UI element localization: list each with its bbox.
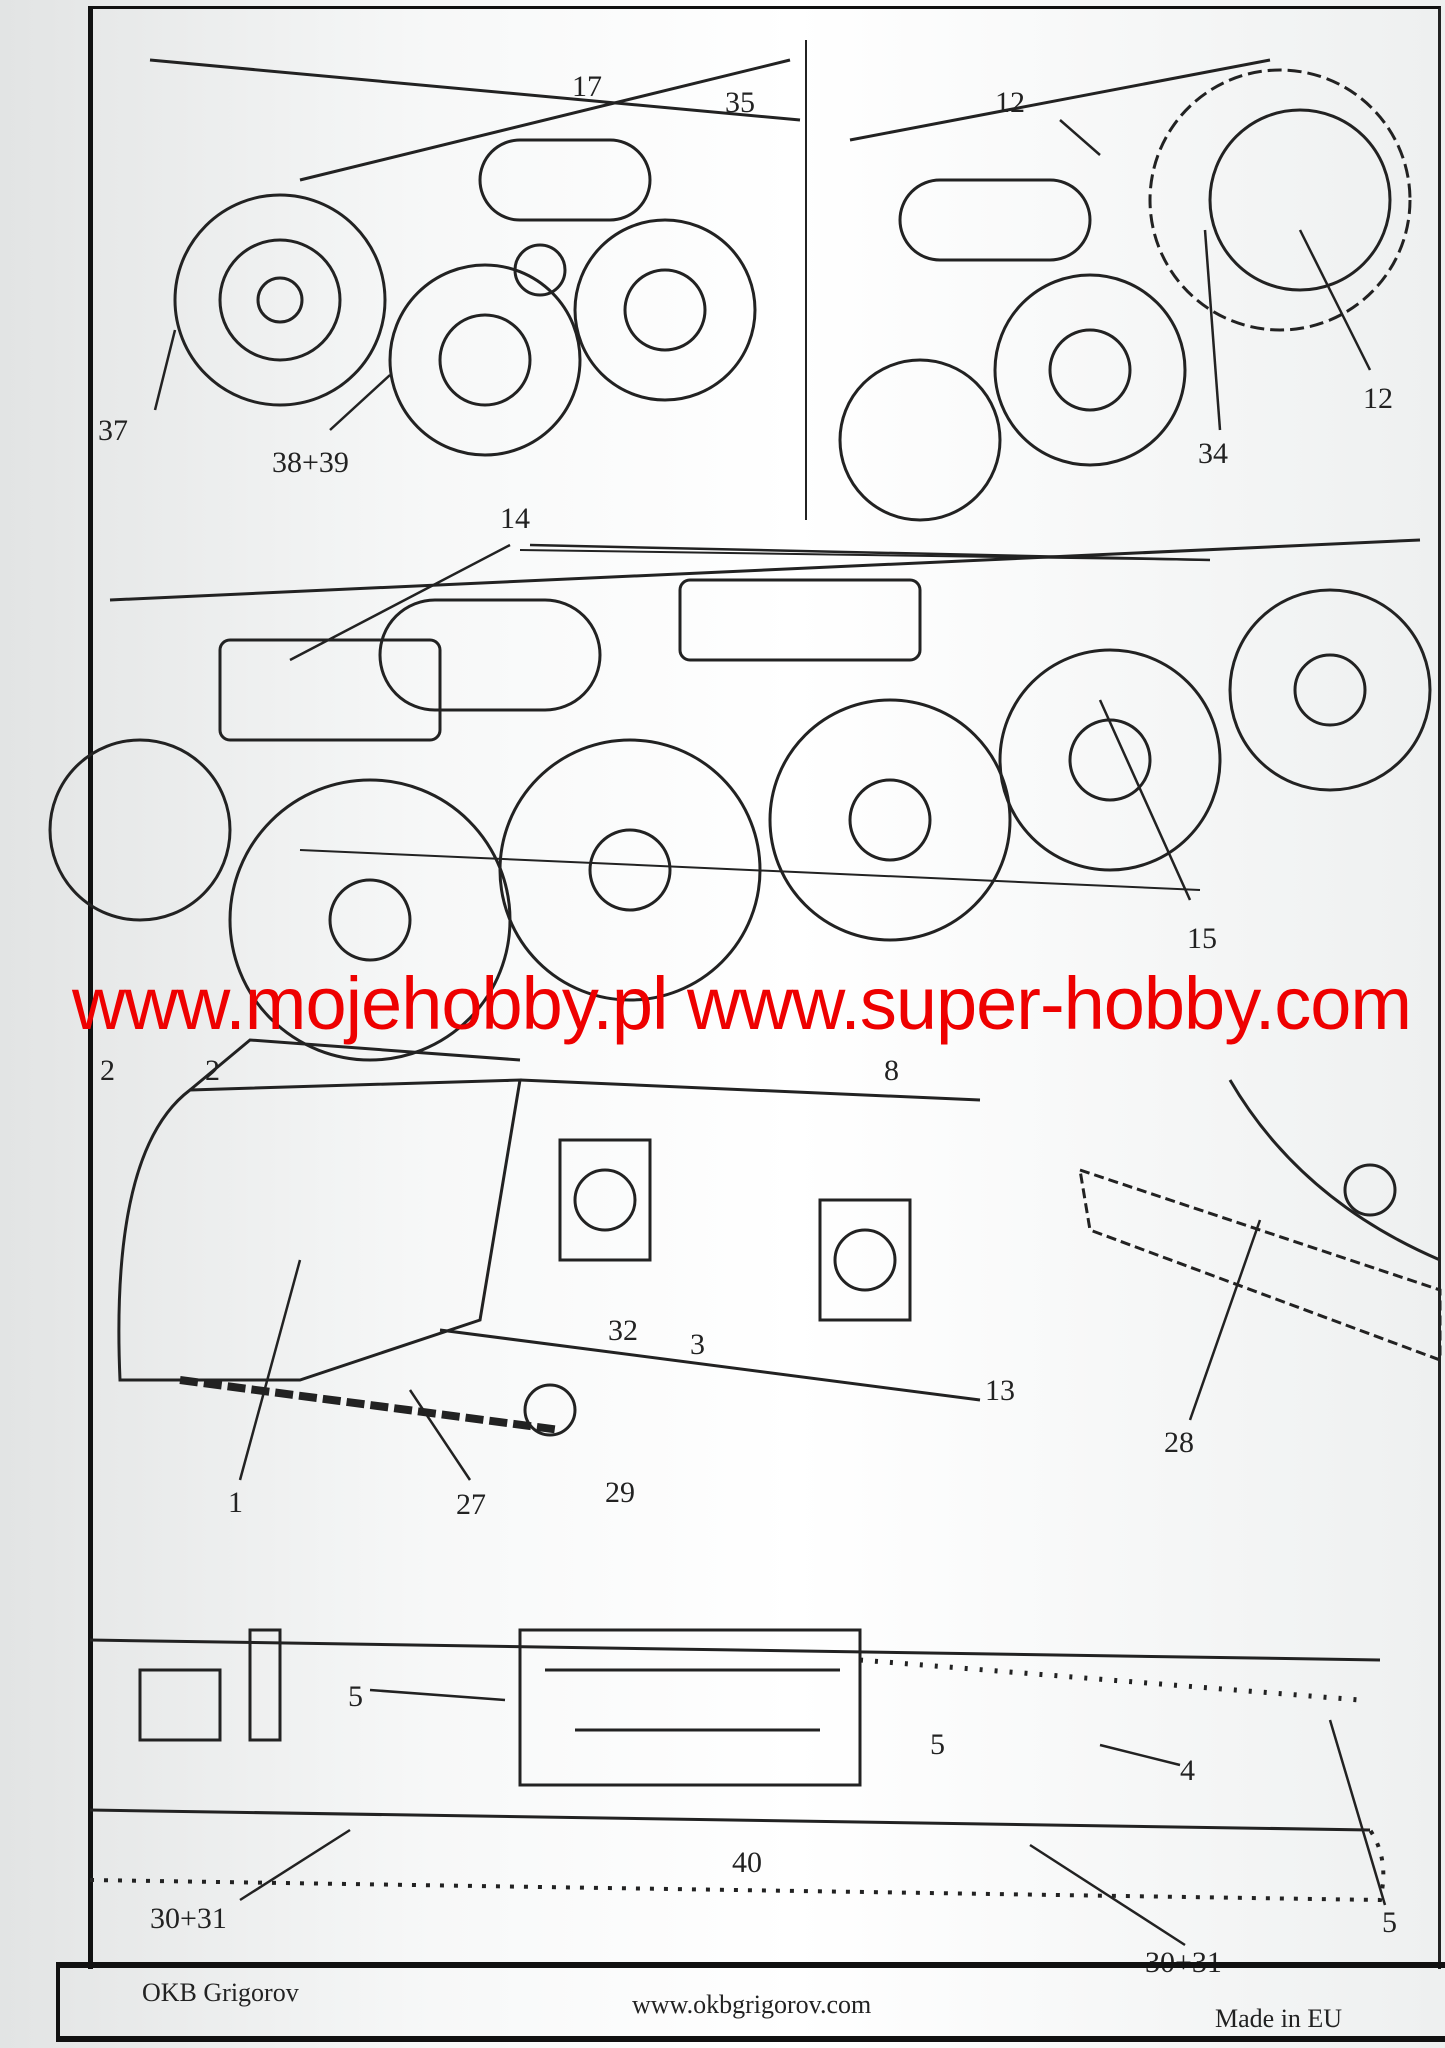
drawing-side-hull <box>89 1628 1386 1903</box>
footer-origin: Made in EU <box>1215 2004 1343 2033</box>
callout-12-right: 12 <box>1363 382 1393 415</box>
callout-38-39: 38+39 <box>272 446 349 479</box>
callout-2: 2 <box>205 1054 220 1087</box>
callout-28: 28 <box>1164 1426 1194 1459</box>
drawing-sprocket <box>838 58 1412 522</box>
callout-34: 34 <box>1198 437 1228 470</box>
footer-website: www.okbgrigorov.com <box>632 1990 872 2019</box>
callout-17: 17 <box>572 70 602 103</box>
callout-5-left: 5 <box>348 1680 363 1713</box>
drawing-suspension-rear <box>149 58 801 457</box>
drawing-mudguard <box>117 1038 981 1437</box>
callout-32: 32 <box>608 1314 638 1347</box>
footer-brand: OKB Grigorov <box>142 1978 299 2007</box>
watermark-text: www.mojehobby.pl www.super-hobby.com <box>72 962 1412 1045</box>
drawing-roadwheels <box>48 538 1432 1062</box>
leader-arrows <box>153 119 1387 1947</box>
callout-29: 29 <box>605 1476 635 1509</box>
callout-35: 35 <box>725 86 755 119</box>
page-frame <box>88 6 1441 1969</box>
callout-1: 1 <box>228 1486 243 1519</box>
callout-27: 27 <box>456 1488 486 1521</box>
callout-13: 13 <box>985 1374 1015 1407</box>
drawing-track-detail <box>1078 1079 1442 1363</box>
callout-8: 8 <box>884 1054 899 1087</box>
callout-3: 3 <box>690 1328 705 1361</box>
callout-5-right: 5 <box>1382 1906 1397 1939</box>
callout-14: 14 <box>500 502 530 535</box>
callout-5-middle: 5 <box>930 1728 945 1761</box>
callout-12-top: 12 <box>995 86 1025 119</box>
callout-30-31-left: 30+31 <box>150 1902 227 1935</box>
callout-4: 4 <box>1180 1754 1195 1787</box>
callout-2-left: 2 <box>100 1054 115 1087</box>
callout-37: 37 <box>98 414 128 447</box>
footer <box>56 1962 1445 2042</box>
callout-40: 40 <box>732 1846 762 1879</box>
callout-15: 15 <box>1187 922 1217 955</box>
